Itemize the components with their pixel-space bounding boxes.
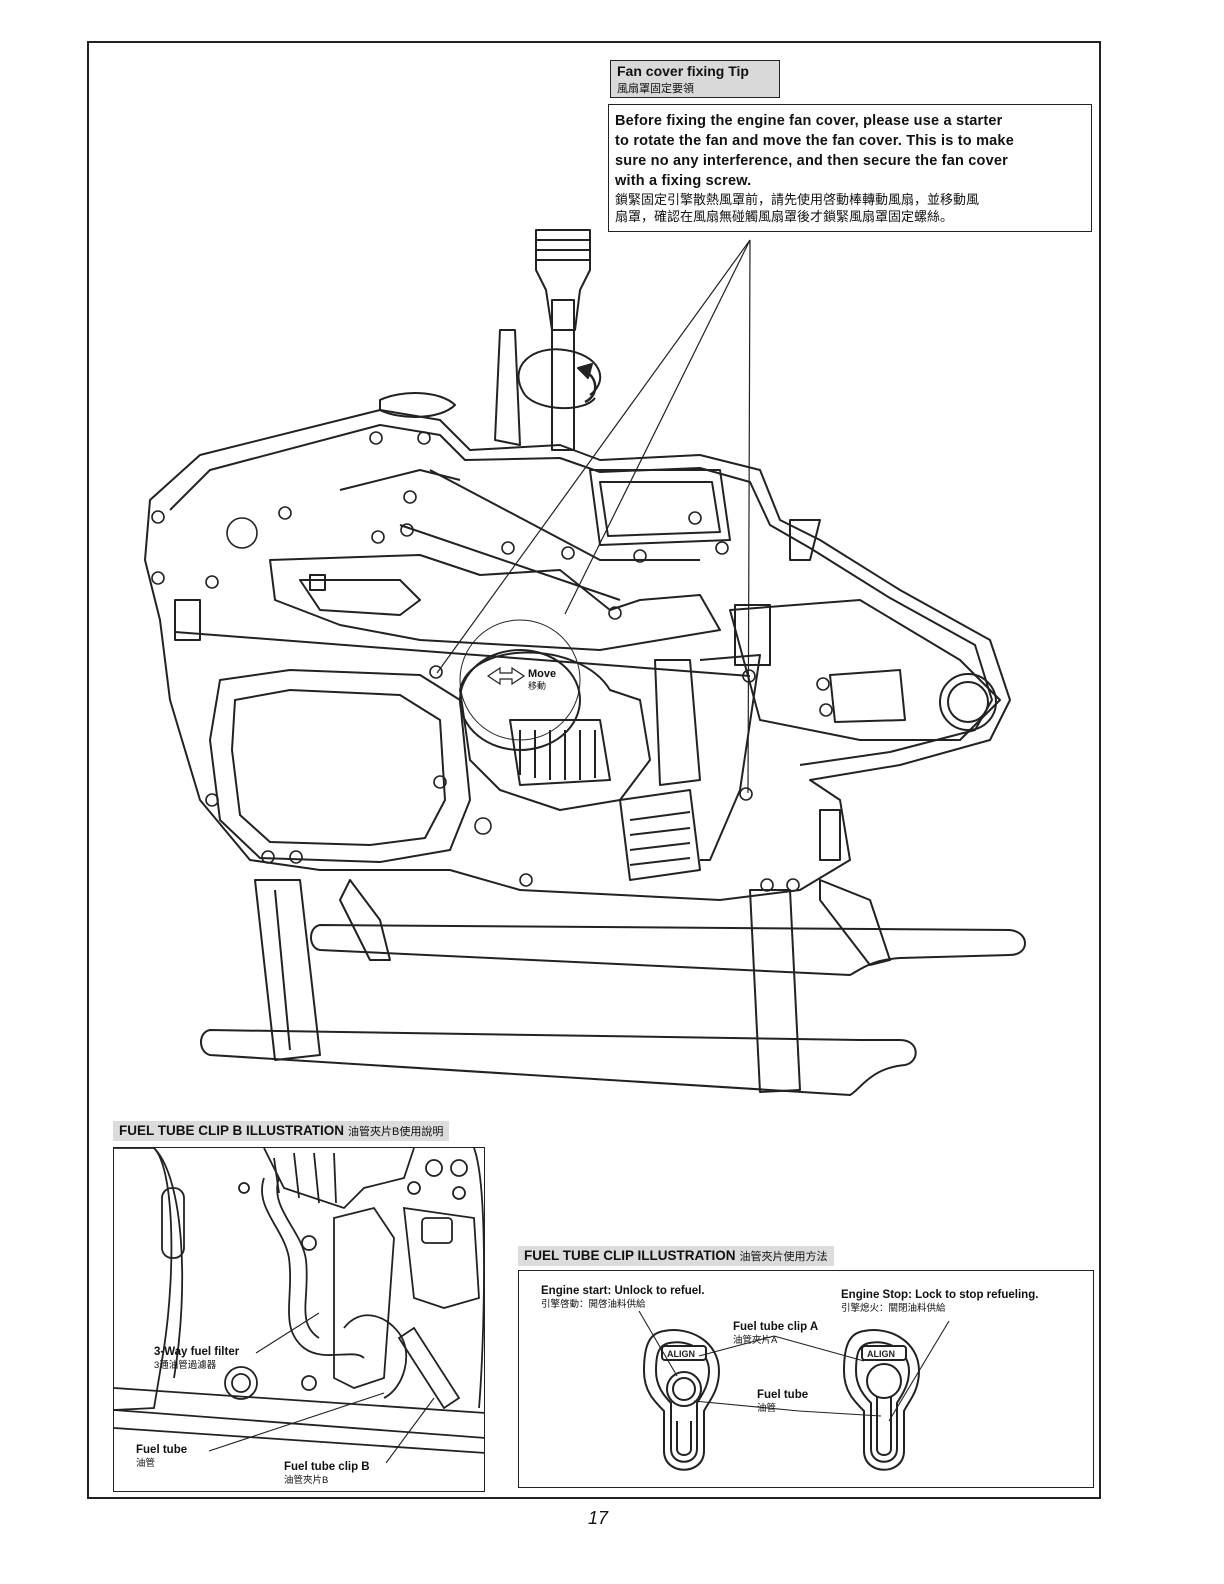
clip-a-fuel-tube-en: Fuel tube: [757, 1389, 809, 1401]
clip-a-fuel-tube-label: Fuel tube 油管: [757, 1389, 808, 1415]
clip-a-label-en: Fuel tube clip A: [733, 1321, 819, 1333]
tip-body-box: Before fixing the engine fan cover, plea…: [608, 104, 1092, 232]
engine-stop-zh: 引擎熄火：關閉油料供給: [841, 1303, 946, 1314]
clip-b-fuel-tube-label: Fuel tube 油管: [136, 1444, 187, 1470]
move-label: Move 移動: [528, 668, 556, 692]
clip-a-brand-left: ALIGN: [667, 1349, 695, 1359]
tip-title: Fan cover fixing Tip: [617, 63, 749, 79]
engine-start-en: Engine start: Unlock to refuel.: [541, 1285, 705, 1297]
clip-a-brand-right: ALIGN: [867, 1349, 895, 1359]
tip-body-line: with a fixing screw.: [615, 173, 752, 189]
engine-stop-en: Engine Stop: Lock to stop refueling.: [841, 1289, 1039, 1301]
engine-start-label: Engine start: Unlock to refuel. 引擎啓動：開啓油…: [541, 1285, 705, 1311]
clip-a-label-zh: 油管夾片A: [733, 1335, 778, 1346]
filter-label-en: 3-Way fuel filter: [154, 1346, 240, 1358]
clip-a-label: Fuel tube clip A 油管夾片A: [733, 1321, 818, 1347]
page-number: 17: [588, 1508, 609, 1528]
clip-a-illustration: ALIGN ALIGN Engine start: Unlock to refu…: [518, 1270, 1094, 1488]
clip-b-label-zh: 油管夾片B: [284, 1475, 329, 1486]
clip-b-label-en: Fuel tube clip B: [284, 1461, 370, 1473]
clip-b-label: Fuel tube clip B 油管夾片B: [284, 1461, 370, 1487]
clip-a-title: FUEL TUBE CLIP ILLUSTRATION: [524, 1248, 736, 1263]
clip-b-illustration: 3-Way fuel filter 3通油管過濾器 Fuel tube 油管 F…: [113, 1147, 485, 1492]
clip-b-title-zh: 油管夾片B使用說明: [348, 1126, 444, 1138]
tip-title-box: Fan cover fixing Tip 風扇罩固定要領: [610, 60, 780, 98]
clip-a-fuel-tube-zh: 油管: [757, 1403, 777, 1414]
tip-title-zh: 風扇罩固定要領: [617, 83, 694, 95]
filter-label: 3-Way fuel filter 3通油管過濾器: [154, 1346, 239, 1372]
clip-b-drawing: [114, 1148, 484, 1464]
move-label-zh: 移動: [528, 681, 547, 691]
clip-b-section-title: FUEL TUBE CLIP B ILLUSTRATION 油管夾片B使用說明: [113, 1121, 450, 1141]
clip-b-title: FUEL TUBE CLIP B ILLUSTRATION: [119, 1123, 344, 1138]
tip-body-line: to rotate the fan and move the fan cover…: [615, 133, 1014, 149]
page-frame: [87, 41, 1101, 1499]
clip-a-title-zh: 油管夾片使用方法: [739, 1251, 828, 1263]
engine-stop-label: Engine Stop: Lock to stop refueling. 引擎熄…: [841, 1289, 1038, 1315]
tip-body-line: sure no any interference, and then secur…: [615, 153, 1008, 169]
tip-body-line: Before fixing the engine fan cover, plea…: [615, 113, 1003, 129]
clip-b-fuel-tube-en: Fuel tube: [136, 1444, 188, 1456]
filter-label-zh: 3通油管過濾器: [154, 1360, 217, 1371]
tip-body-zh-line: 鎖緊固定引擎散熱風罩前，請先使用啓動棒轉動風扇，並移動風: [615, 192, 980, 207]
engine-start-zh: 引擎啓動：開啓油料供給: [541, 1299, 646, 1310]
move-label-en: Move: [528, 668, 557, 680]
clip-a-drawing: ALIGN ALIGN: [638, 1310, 950, 1471]
tip-body-zh-line: 扇罩，確認在風扇無碰觸風扇罩後才鎖緊風扇罩固定螺絲。: [615, 209, 954, 224]
clip-b-fuel-tube-zh: 油管: [136, 1458, 156, 1469]
